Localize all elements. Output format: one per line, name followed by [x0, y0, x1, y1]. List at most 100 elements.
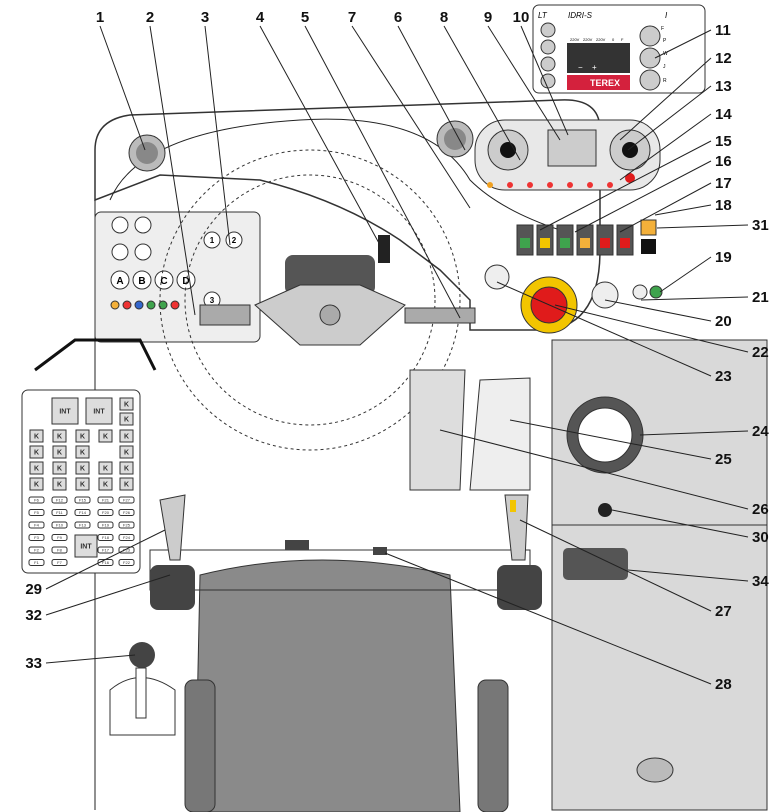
relay-label: K	[124, 466, 129, 473]
seat-lever-28[interactable]	[373, 547, 387, 555]
ignition-key-switch[interactable]	[484, 264, 510, 290]
callout-leader-line	[654, 204, 712, 216]
callout-number-25: 25	[715, 451, 732, 468]
panel-indicator-light	[122, 300, 132, 310]
storage-tray	[563, 548, 628, 580]
left-joystick-base	[150, 565, 195, 610]
fuse	[51, 559, 68, 566]
left-control-lever[interactable]	[199, 304, 251, 326]
left-joystick[interactable]	[159, 494, 186, 561]
panel-button[interactable]	[134, 216, 152, 234]
relay	[75, 429, 90, 443]
relay	[75, 477, 90, 491]
relay	[119, 429, 134, 443]
fuse-label: F16	[102, 560, 110, 565]
fuse	[97, 546, 114, 554]
key-switch-small[interactable]	[632, 284, 648, 300]
rocker-switch-indicator	[520, 238, 530, 248]
panel-indicator-light	[134, 300, 144, 310]
air-vent-center-inner	[444, 128, 466, 150]
callout-leader-line	[627, 85, 712, 151]
relay-label: K	[34, 482, 39, 489]
panel-button-label: B	[138, 276, 145, 287]
fuse	[28, 534, 45, 541]
fuse	[28, 546, 45, 554]
callout-leader-line	[443, 25, 521, 161]
numbered-switch[interactable]	[203, 231, 221, 249]
numbered-switch-label: 2	[232, 236, 237, 245]
gear-lever-knob[interactable]	[129, 642, 155, 668]
fuse	[118, 521, 135, 529]
relay-label: K	[57, 482, 62, 489]
decal-letter: J	[663, 64, 666, 70]
panel-indicator-light	[110, 300, 120, 310]
callout-number-13: 13	[715, 78, 732, 95]
callout-number-15: 15	[715, 133, 732, 150]
panel-indicator-light	[146, 300, 156, 310]
fuse-label: F2	[34, 548, 39, 553]
decal-voltage: 0	[612, 37, 615, 42]
fuse-label: F23	[123, 548, 131, 553]
callout-number-5: 5	[301, 9, 309, 26]
rotary-switch[interactable]	[591, 281, 619, 309]
relay-label: K	[103, 482, 108, 489]
callout-number-34: 34	[752, 573, 769, 590]
seat-adjust-knob[interactable]	[285, 540, 309, 550]
fuse-label: F4	[34, 523, 39, 528]
int-relay	[74, 534, 98, 558]
callout-leader-line	[619, 182, 712, 233]
fuse-label: F5	[34, 510, 39, 515]
callout-number-16: 16	[715, 153, 732, 170]
panel-button-C[interactable]	[154, 270, 174, 290]
accelerator-pedal[interactable]	[469, 377, 531, 491]
steering-control-knob[interactable]	[319, 304, 341, 326]
callout-number-11: 11	[715, 22, 731, 39]
rocker-switch-indicator	[600, 238, 610, 248]
fuse	[97, 509, 114, 516]
decal-minus: −	[578, 63, 583, 72]
control-knob-30[interactable]	[598, 503, 612, 517]
relay-label: K	[124, 482, 129, 489]
fuse-label: F7	[57, 560, 62, 565]
callout-leader-line	[45, 654, 136, 664]
panel-button[interactable]	[134, 243, 152, 261]
panel-button[interactable]	[111, 216, 129, 234]
relay	[119, 477, 134, 491]
display-screen	[547, 129, 597, 167]
decal-voltage: 220V	[596, 37, 606, 42]
switch-31[interactable]	[640, 219, 657, 236]
callout-leader-line	[627, 569, 749, 582]
relay-label: K	[57, 466, 62, 473]
switch-31-lower[interactable]	[641, 239, 656, 254]
callout-leader-line	[554, 304, 749, 353]
right-control-lever[interactable]	[404, 307, 476, 324]
callout-number-28: 28	[715, 676, 732, 693]
fuse	[51, 496, 68, 504]
callout-number-29: 29	[25, 581, 42, 598]
relay-label: K	[124, 434, 129, 441]
callout-leader-line	[259, 25, 381, 246]
relay	[29, 477, 44, 491]
numbered-switch-label: 1	[210, 236, 215, 245]
brake-pedal[interactable]	[409, 369, 466, 491]
rocker-switch-row	[516, 224, 634, 256]
fuse-label: F15	[79, 498, 87, 503]
relay	[75, 461, 90, 475]
callout-leader-line	[619, 57, 712, 141]
rocker-switch-indicator	[560, 238, 570, 248]
panel-button-A[interactable]	[110, 270, 130, 290]
panel-button[interactable]	[111, 243, 129, 261]
callout-number-19: 19	[715, 249, 732, 266]
instruction-decal: LT IDRI-S I 220V 220V 220V 0 F − + TEREX…	[532, 4, 706, 94]
callout-leader-line	[45, 574, 171, 616]
callout-number-3: 3	[201, 9, 209, 26]
fuse-label: F26	[123, 510, 131, 515]
panel-button-B[interactable]	[132, 270, 152, 290]
fuse	[118, 496, 135, 504]
fuse	[51, 509, 68, 516]
turn-signal-lever[interactable]	[378, 235, 390, 263]
fuse-label: F3	[34, 535, 39, 540]
callout-number-31: 31	[752, 217, 769, 234]
